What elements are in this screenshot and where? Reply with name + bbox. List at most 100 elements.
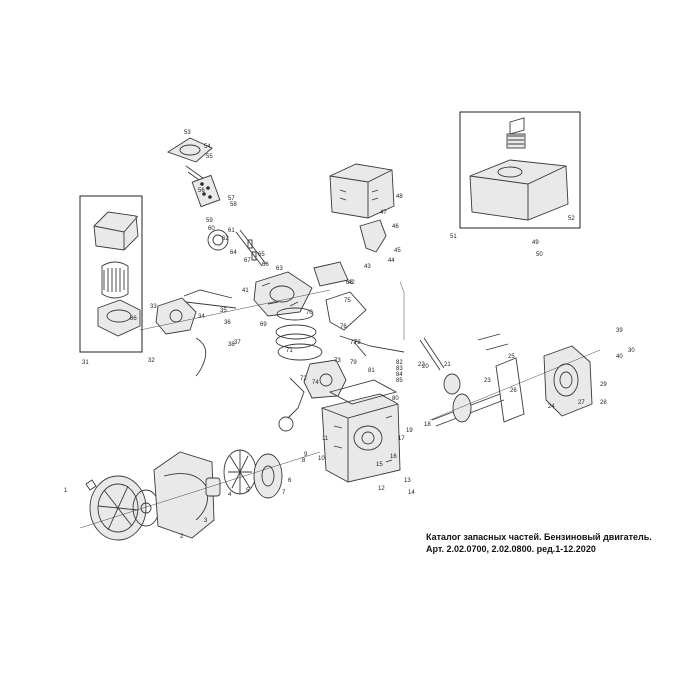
- crankshaft-part: [419, 337, 505, 427]
- part-callout-70: 70: [306, 310, 313, 316]
- piston-part: [275, 307, 347, 432]
- part-callout-12: 12: [378, 486, 385, 492]
- governor-part: [325, 291, 405, 357]
- part-callout-31: 31: [82, 360, 89, 366]
- part-callout-51: 51: [450, 234, 457, 240]
- flywheel-part: [205, 449, 283, 499]
- air-filter-part: [79, 195, 143, 353]
- cylinder-head-part: [253, 271, 313, 317]
- part-callout-6: 6: [288, 478, 292, 484]
- part-callout-30: 30: [628, 348, 635, 354]
- part-callout-36: 36: [224, 320, 231, 326]
- part-callout-40: 40: [616, 354, 623, 360]
- part-callout-9: 9: [304, 452, 308, 458]
- part-callout-45: 45: [394, 248, 401, 254]
- part-callout-55: 55: [206, 154, 213, 160]
- crankcase-part: [321, 379, 401, 483]
- part-callout-66: 66: [262, 262, 269, 268]
- part-callout-25: 25: [508, 354, 515, 360]
- part-callout-85: 85: [396, 378, 403, 384]
- part-callout-73: 73: [334, 358, 341, 364]
- part-callout-80: 80: [392, 396, 399, 402]
- catalog-caption: Каталог запасных частей. Бензиновый двиг…: [426, 531, 696, 555]
- part-callout-44: 44: [388, 258, 395, 264]
- part-callout-50: 50: [536, 252, 543, 258]
- part-callout-49: 49: [532, 240, 539, 246]
- part-callout-20: 20: [422, 364, 429, 370]
- part-callout-61: 61: [228, 228, 235, 234]
- crankcase-cover-part: [477, 333, 593, 423]
- part-callout-68: 68: [346, 280, 353, 286]
- part-callout-75: 75: [344, 298, 351, 304]
- part-callout-64: 64: [230, 250, 237, 256]
- part-callout-56: 56: [198, 188, 205, 194]
- part-callout-32: 32: [148, 358, 155, 364]
- part-callout-81: 81: [368, 368, 375, 374]
- part-callout-59: 59: [206, 218, 213, 224]
- part-callout-16: 16: [390, 454, 397, 460]
- part-callout-28: 28: [600, 400, 607, 406]
- part-callout-10: 10: [318, 456, 325, 462]
- part-callout-23: 23: [484, 378, 491, 384]
- valve-cover-part: [166, 137, 221, 208]
- part-callout-74: 74: [312, 380, 319, 386]
- part-callout-53: 53: [184, 130, 191, 136]
- part-callout-21: 21: [444, 362, 451, 368]
- part-callout-72: 72: [300, 376, 307, 382]
- part-callout-4: 4: [228, 492, 232, 498]
- part-callout-1: 1: [64, 488, 68, 494]
- part-callout-38: 38: [228, 342, 235, 348]
- part-callout-41: 41: [242, 288, 249, 294]
- part-callout-26: 26: [510, 388, 517, 394]
- part-callout-57: 57: [228, 196, 235, 202]
- part-callout-48: 48: [396, 194, 403, 200]
- part-callout-79: 79: [350, 360, 357, 366]
- part-callout-34: 34: [198, 314, 205, 320]
- part-callout-13: 13: [404, 478, 411, 484]
- part-callout-24: 24: [548, 404, 555, 410]
- part-callout-52: 52: [568, 216, 575, 222]
- part-callout-86: 86: [130, 316, 137, 322]
- part-callout-46: 46: [392, 224, 399, 230]
- part-callout-43: 43: [364, 264, 371, 270]
- part-callout-54: 54: [204, 144, 211, 150]
- part-callout-63: 63: [276, 266, 283, 272]
- part-callout-62: 62: [222, 236, 229, 242]
- part-callout-19: 19: [406, 428, 413, 434]
- part-callout-47: 47: [380, 210, 387, 216]
- part-callout-2: 2: [180, 534, 184, 540]
- part-callout-71: 71: [286, 348, 293, 354]
- part-callout-27: 27: [578, 400, 585, 406]
- part-callout-42: 42: [348, 280, 355, 286]
- part-callout-76: 76: [340, 324, 347, 330]
- carburetor-part: [155, 289, 237, 377]
- part-callout-8: 8: [302, 458, 306, 464]
- part-callout-82: 82: [396, 360, 403, 366]
- part-callout-67: 67: [244, 258, 251, 264]
- part-callout-37: 37: [234, 340, 241, 346]
- part-callout-15: 15: [376, 462, 383, 468]
- part-callout-35: 35: [220, 308, 227, 314]
- part-callout-5: 5: [246, 488, 250, 494]
- part-callout-17: 17: [398, 436, 405, 442]
- part-callout-33: 33: [150, 304, 157, 310]
- part-callout-29: 29: [600, 382, 607, 388]
- part-callout-65: 65: [258, 252, 265, 258]
- recoil-starter-part: [85, 475, 160, 541]
- part-callout-39: 39: [616, 328, 623, 334]
- part-callout-60: 60: [208, 226, 215, 232]
- muffler-part: [313, 163, 395, 287]
- fuel-tank-part: [459, 111, 581, 229]
- part-callout-58: 58: [230, 202, 237, 208]
- part-callout-84: 84: [396, 372, 403, 378]
- part-callout-3: 3: [204, 518, 208, 524]
- part-callout-83: 83: [396, 366, 403, 372]
- part-callout-7: 7: [282, 490, 286, 496]
- part-callout-69: 69: [260, 322, 267, 328]
- caption-title: Каталог запасных частей. Бензиновый двиг…: [426, 532, 652, 542]
- part-callout-77: 77: [350, 340, 357, 346]
- caption-article: Арт. 2.02.0700, 2.02.0800. ред.1-12.2020: [426, 544, 596, 554]
- part-callout-22: 22: [418, 362, 425, 368]
